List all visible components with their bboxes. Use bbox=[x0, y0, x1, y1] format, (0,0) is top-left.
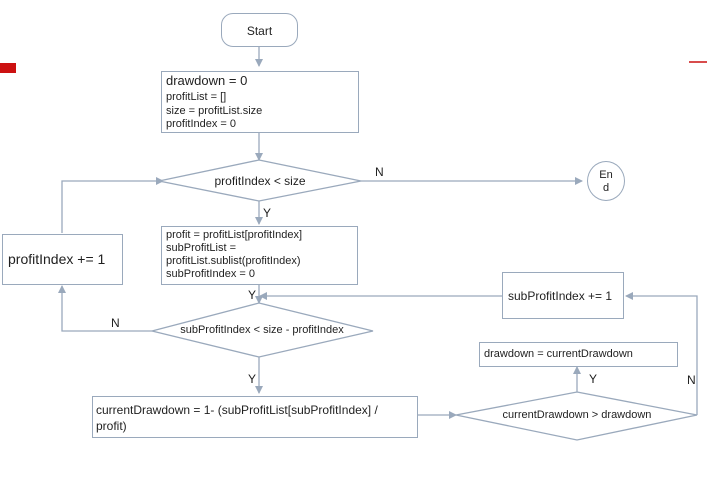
body-process-box: profit = profitList[profitIndex] subProf… bbox=[161, 226, 358, 285]
body-line-3: profitList.sublist(profitIndex) bbox=[166, 255, 301, 267]
calc-line-1: currentDrawdown = 1- (subProfitList[subP… bbox=[96, 403, 378, 417]
condition-diamond-compare bbox=[455, 391, 698, 441]
condition-inner-label: subProfitIndex < size - profitIndex bbox=[180, 324, 344, 336]
init-line-1: drawdown = 0 bbox=[166, 73, 248, 88]
body-line-4: subProfitIndex = 0 bbox=[166, 268, 255, 280]
edge-label-compare-yes: Y bbox=[589, 372, 598, 386]
inner-increment-box: subProfitIndex += 1 bbox=[502, 272, 624, 319]
calc-line-2: profit) bbox=[96, 419, 127, 433]
condition-diamond-outer bbox=[158, 159, 362, 202]
condition-outer-label: profitIndex < size bbox=[214, 174, 306, 188]
edge-label-outer-no: N bbox=[375, 165, 384, 179]
outer-increment-label: profitIndex += 1 bbox=[8, 251, 106, 267]
end-label-line-1: En bbox=[599, 169, 613, 181]
edge-compare-no-to-inc-inner bbox=[625, 292, 698, 415]
assign-drawdown-box: drawdown = currentDrawdown bbox=[479, 342, 678, 367]
condition-compare-label: currentDrawdown > drawdown bbox=[502, 409, 652, 421]
init-line-4: profitIndex = 0 bbox=[166, 118, 237, 130]
init-line-2: profitList = [] bbox=[166, 91, 227, 103]
init-process-box: drawdown = 0 profitList = [] size = prof… bbox=[161, 71, 359, 133]
inner-increment-label: subProfitIndex += 1 bbox=[508, 289, 613, 303]
end-node: En d bbox=[587, 161, 625, 201]
edge-label-inner-no: N bbox=[111, 316, 120, 330]
assign-drawdown-label: drawdown = currentDrawdown bbox=[484, 348, 633, 360]
init-line-3: size = profitList.size bbox=[166, 105, 263, 117]
calc-process-box: currentDrawdown = 1- (subProfitList[subP… bbox=[92, 396, 418, 438]
edge-label-compare-no: N bbox=[687, 373, 696, 387]
outer-increment-box: profitIndex += 1 bbox=[2, 234, 123, 285]
accent-tab-left bbox=[0, 63, 16, 73]
body-line-2: subProfitList = bbox=[166, 242, 237, 254]
start-label: Start bbox=[246, 24, 273, 38]
edge-label-inner-entry-yes: Y bbox=[248, 288, 257, 302]
edge-label-inner-yes: Y bbox=[248, 372, 257, 386]
body-line-1: profit = profitList[profitIndex] bbox=[166, 229, 303, 241]
condition-diamond-inner bbox=[151, 302, 374, 358]
edge-inc-outer-to-outer bbox=[61, 177, 164, 233]
edge-label-outer-yes: Y bbox=[263, 206, 272, 220]
start-node: Start bbox=[221, 13, 298, 47]
edge-inner-no-to-inc-outer bbox=[58, 285, 152, 332]
end-label-line-2: d bbox=[602, 182, 610, 194]
